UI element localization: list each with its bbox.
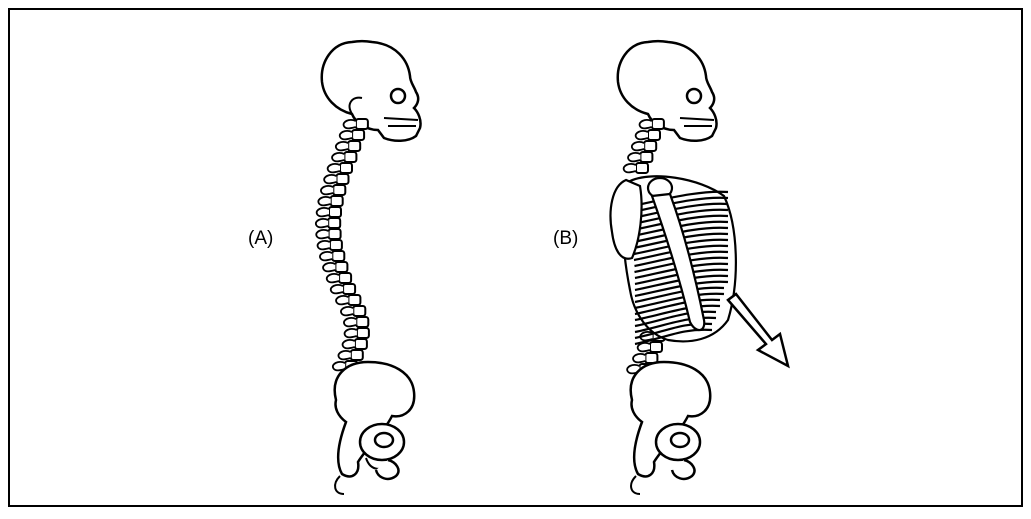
- vertebra: [344, 119, 368, 129]
- skeleton-a: [316, 41, 421, 494]
- pelvis-b: [631, 362, 710, 494]
- vertebra: [633, 353, 657, 363]
- skull-b: [618, 41, 717, 141]
- vertebra: [318, 240, 342, 250]
- vertebra: [323, 262, 347, 272]
- ribcage-b: [611, 176, 736, 344]
- vertebra: [328, 163, 352, 173]
- vertebra: [640, 119, 664, 129]
- vertebra: [338, 350, 362, 360]
- vertebra: [345, 328, 369, 338]
- panel-label-b: (B): [553, 228, 578, 250]
- vertebra: [321, 185, 345, 195]
- vertebra: [320, 251, 344, 261]
- vertebra: [331, 284, 355, 294]
- vertebra: [340, 130, 364, 140]
- figure-border: [9, 9, 1022, 506]
- vertebra: [324, 174, 348, 184]
- vertebra: [628, 152, 652, 162]
- arrow-down-right-icon: [728, 294, 788, 366]
- vertebra: [632, 141, 656, 151]
- vertebra: [336, 295, 360, 305]
- vertebra: [343, 339, 367, 349]
- vertebra: [332, 152, 356, 162]
- vertebra: [317, 207, 341, 217]
- vertebra: [341, 306, 365, 316]
- vertebra: [316, 218, 340, 228]
- vertebra: [327, 273, 351, 283]
- vertebra: [336, 141, 360, 151]
- skeleton-b: [611, 41, 736, 494]
- panel-label-a: (A): [248, 228, 273, 250]
- vertebra: [624, 163, 648, 173]
- skull-a: [322, 41, 421, 141]
- vertebra: [636, 130, 660, 140]
- vertebra: [318, 196, 342, 206]
- vertebra: [344, 317, 368, 327]
- vertebra: [316, 229, 340, 239]
- pelvis-a: [335, 362, 414, 494]
- spine-a: [316, 119, 369, 371]
